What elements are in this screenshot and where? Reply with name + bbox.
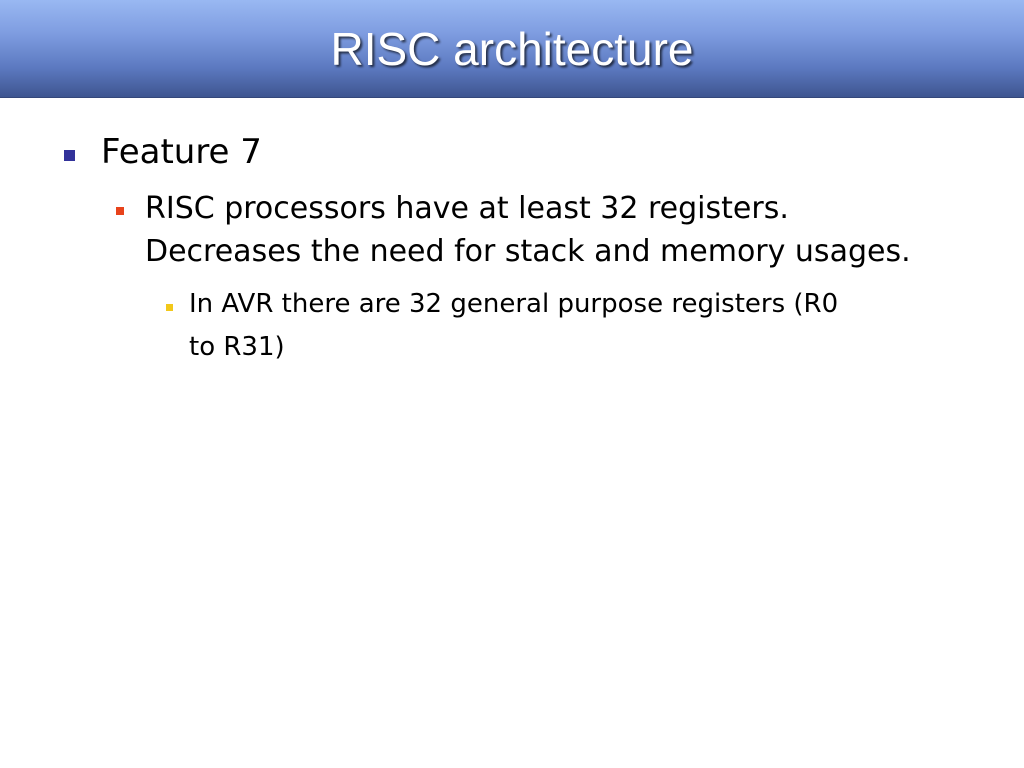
slide-title: RISC architecture [330, 23, 694, 75]
bullet-level1-text: Feature 7 [101, 132, 262, 172]
bullet-level2-line1: RISC processors have at least 32 registe… [145, 191, 789, 226]
title-bar: RISC architecture [0, 0, 1024, 98]
bullet-level3-line2: to R31) [189, 332, 285, 362]
square-bullet-icon [116, 207, 124, 215]
bullet-level2-text: RISC processors have at least 32 registe… [145, 187, 995, 273]
square-bullet-icon [166, 304, 173, 311]
bullet-level3-line1: In AVR there are 32 general purpose regi… [189, 289, 839, 319]
square-bullet-icon [64, 150, 75, 161]
bullet-level2-line2: Decreases the need for stack and memory … [145, 234, 911, 269]
bullet-level3-text: In AVR there are 32 general purpose regi… [189, 283, 979, 369]
